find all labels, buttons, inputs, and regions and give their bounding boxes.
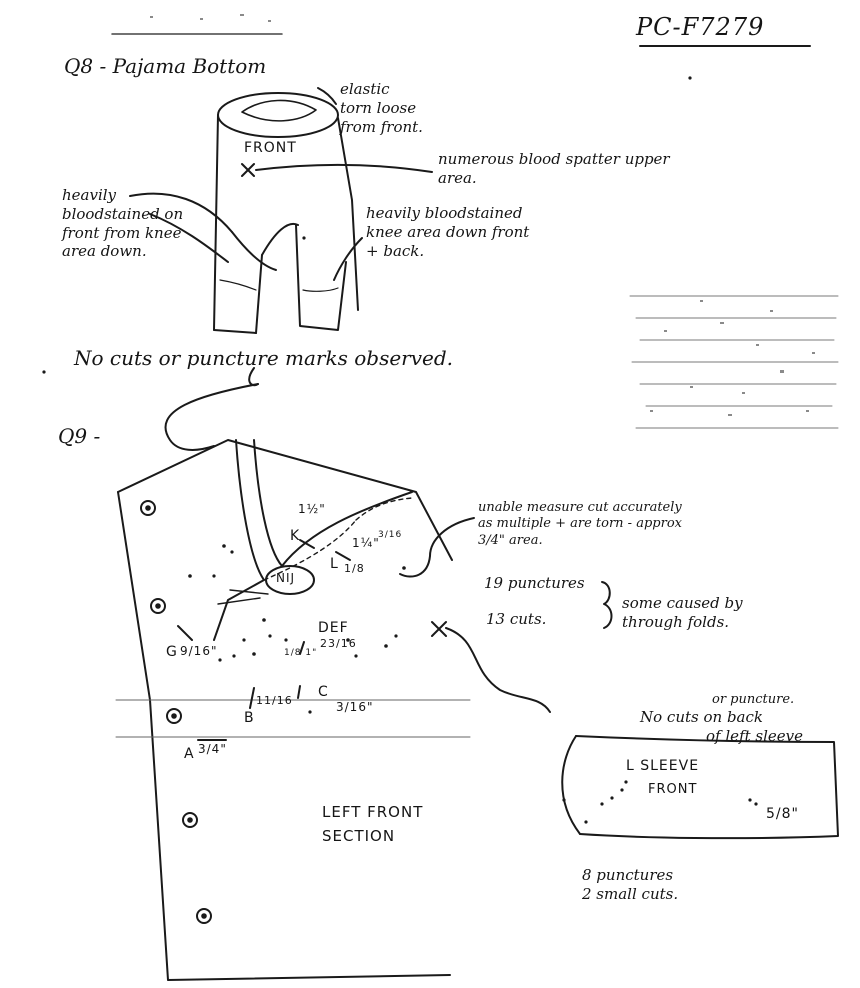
mark-def (299, 641, 305, 655)
mark-g (177, 625, 193, 641)
connecting-loop (164, 383, 259, 451)
note-line: area. (438, 168, 477, 187)
note-line: No cuts on back (640, 708, 763, 727)
measure-b: 11/16 (256, 694, 293, 707)
note-line: as multiple + are torn - approx (478, 516, 682, 532)
q8-summary: No cuts or puncture marks observed. (74, 346, 454, 370)
leader-to-sleeve (445, 627, 551, 713)
q9-section-label: LEFT FRONT SECTION (322, 800, 423, 848)
pajama-bottom-drawing (213, 92, 359, 334)
note-line: 8 punctures (582, 866, 674, 884)
note-line: heavily (62, 186, 117, 204)
note-line: front from knee (62, 223, 182, 242)
q9-heading: Q9 - (58, 424, 101, 448)
q9-sleeve-summary: 8 punctures 2 small cuts. (582, 866, 678, 904)
note-line: elastic (340, 80, 390, 98)
spatter-x-mark (241, 163, 255, 177)
label-c: C (318, 684, 329, 700)
section-line: SECTION (322, 827, 396, 845)
note-line: of left sleeve (706, 727, 803, 745)
mark-c (297, 685, 301, 699)
note-line: through folds. (622, 612, 730, 631)
shirt-x-mark (431, 621, 447, 637)
q8-note-spatter: numerous blood spatter upper area. (438, 150, 670, 188)
note-line: 2 small cuts. (582, 884, 679, 903)
measure-c: 3/16" (336, 700, 374, 714)
scan-specks (150, 14, 815, 416)
shirt-button-4 (182, 812, 198, 828)
leader-spatter (255, 163, 433, 173)
leader-right-knee (333, 237, 363, 281)
label-k: K (290, 528, 301, 544)
left-sleeve-drawing (561, 735, 839, 840)
note-line: unable measure cut accurately (478, 500, 682, 515)
sleeve-front-label: FRONT (648, 782, 698, 797)
shirt-button-2 (150, 598, 166, 614)
q8-heading: Q8 - Pajama Bottom (64, 54, 267, 78)
measure-1-quarter: 1¼" (352, 536, 380, 550)
measure-def-sub: 1/8 1" (284, 648, 318, 658)
note-line: heavily bloodstained (366, 204, 523, 222)
label-def: DEF (318, 620, 349, 636)
q8-note-elastic: elastic torn loose from front. (340, 80, 423, 136)
sleeve-measure: 5/8" (766, 806, 799, 822)
shirt-button-5 (196, 908, 212, 924)
measure-1-half: 1½" (298, 502, 326, 516)
section-line: LEFT FRONT (322, 803, 424, 821)
q9-cuts-count: 13 cuts. (486, 610, 547, 628)
label-g: G (166, 644, 178, 660)
label-nij: NIJ (276, 571, 296, 585)
leader-elastic (317, 87, 337, 105)
note-line: knee area down front (366, 222, 530, 241)
label-a: A (184, 746, 195, 762)
note-line: from front. (340, 117, 423, 136)
mark-k (299, 539, 315, 549)
mark-b (249, 687, 255, 709)
scan-noise (629, 295, 839, 429)
measure-def: 23/16 (320, 637, 357, 650)
mark-l (335, 551, 351, 561)
measure-3-16-small: 3/16 (378, 530, 403, 540)
nij-circle (265, 565, 315, 595)
leader-left-knee (129, 192, 233, 233)
q9-note-unable: unable measure cut accurately as multipl… (478, 500, 682, 549)
q8-note-right-knee: heavily bloodstained knee area down fron… (366, 204, 529, 260)
measure-1-8: 1/8 (344, 562, 365, 575)
q9-punctures-count: 19 punctures (484, 574, 585, 592)
q8-note-left-knee: heavily bloodstained on front from knee … (62, 186, 183, 261)
note-line: or puncture. (712, 692, 795, 707)
note-line: numerous blood spatter upper (438, 150, 670, 168)
label-b: B (244, 710, 255, 726)
q9-sleeve-note: or puncture. No cuts on back of left sle… (640, 692, 803, 746)
note-line: + back. (366, 241, 425, 260)
shirt-button-3 (166, 708, 182, 724)
q8-front-label: FRONT (244, 140, 297, 156)
q9-brace-note: some caused by through folds. (622, 594, 743, 632)
count-brace (601, 581, 613, 629)
note-line: 3/4" area. (478, 532, 543, 548)
leader-unable (399, 517, 475, 578)
label-l: L (330, 556, 339, 572)
note-line: some caused by (622, 594, 743, 612)
shirt-left-front-drawing (117, 439, 453, 981)
note-line: bloodstained on (62, 204, 184, 223)
measure-g: 9/16" (180, 644, 218, 658)
reference-number: PC-F7279 (636, 13, 765, 41)
note-line: area down. (62, 242, 147, 261)
shirt-button-1 (140, 500, 156, 516)
note-line: torn loose (340, 98, 417, 117)
measure-a: 3/4" (198, 742, 227, 756)
sleeve-title: L SLEEVE (626, 758, 700, 774)
puncture-dots (42, 76, 758, 824)
